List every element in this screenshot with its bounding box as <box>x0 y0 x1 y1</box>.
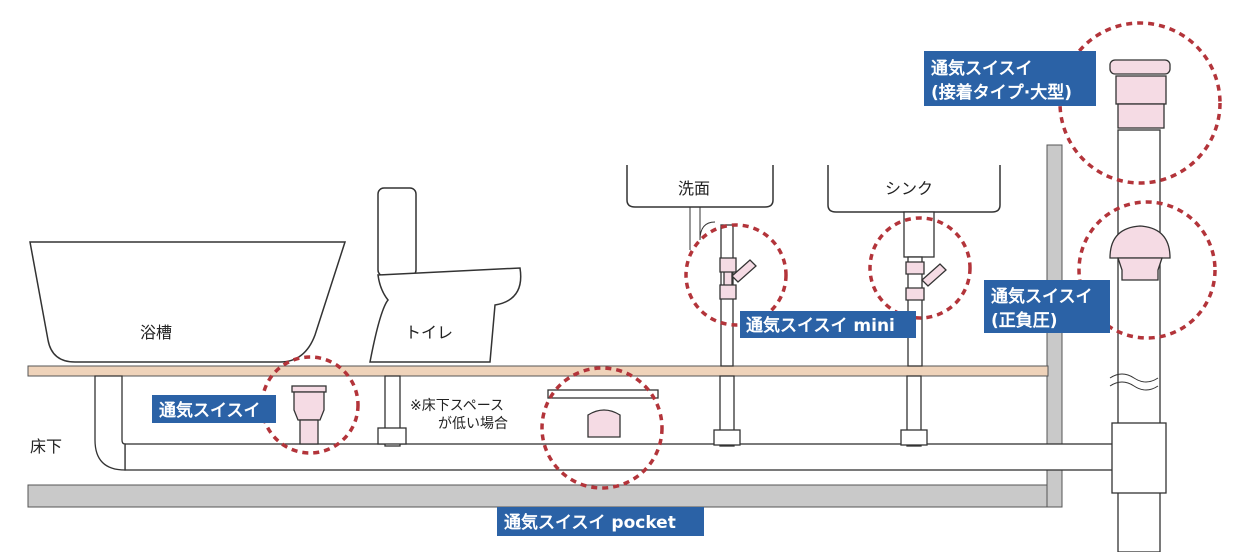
valve-standard <box>291 385 327 445</box>
valve-pocket <box>587 409 621 438</box>
product-label-standard: 通気スイスイ <box>152 395 276 423</box>
highlight-ring <box>684 223 788 327</box>
product-label-text: 通気スイスイ <box>931 58 1033 79</box>
bathtub: 浴槽 <box>29 241 347 363</box>
highlight-ring <box>868 216 972 320</box>
underfloor-label: 床下 <box>30 437 62 456</box>
product-label-text: 通気スイスイ <box>159 400 261 421</box>
sink-label: シンク <box>885 179 933 198</box>
toilet-label: トイレ <box>405 323 453 342</box>
product-label-pocket: 通気スイスイ pocket <box>497 507 704 536</box>
product-label-pressure: 通気スイスイ (正負圧) <box>984 280 1110 333</box>
valve-pressure <box>1109 225 1171 281</box>
product-label-mini: 通気スイスイ mini <box>740 311 916 338</box>
floor-beam <box>27 365 1049 377</box>
vent-stack <box>1109 129 1167 552</box>
drain-pipe <box>94 375 1116 471</box>
washbasin: 洗面 <box>626 165 774 367</box>
bathtub-label: 浴槽 <box>140 323 172 342</box>
product-label-text: 通気スイスイ mini <box>746 315 895 336</box>
note-line1: ※床下スペース <box>410 398 504 414</box>
toilet: トイレ <box>369 187 522 363</box>
highlight-ring <box>1077 200 1217 340</box>
highlight-ring <box>540 366 664 490</box>
highlight-ring <box>260 355 360 455</box>
product-label-text: (接着タイプ·大型) <box>931 82 1072 103</box>
washbasin-label: 洗面 <box>678 179 710 198</box>
product-label-text: (正負圧) <box>991 311 1058 331</box>
note-line2: が低い場合 <box>438 416 508 432</box>
highlight-ring <box>1058 21 1222 185</box>
product-label-large: 通気スイスイ (接着タイプ·大型) <box>924 51 1096 106</box>
product-label-text: 通気スイスイ <box>991 286 1093 307</box>
valve-large <box>1109 59 1171 129</box>
product-label-text: 通気スイスイ pocket <box>504 512 676 533</box>
